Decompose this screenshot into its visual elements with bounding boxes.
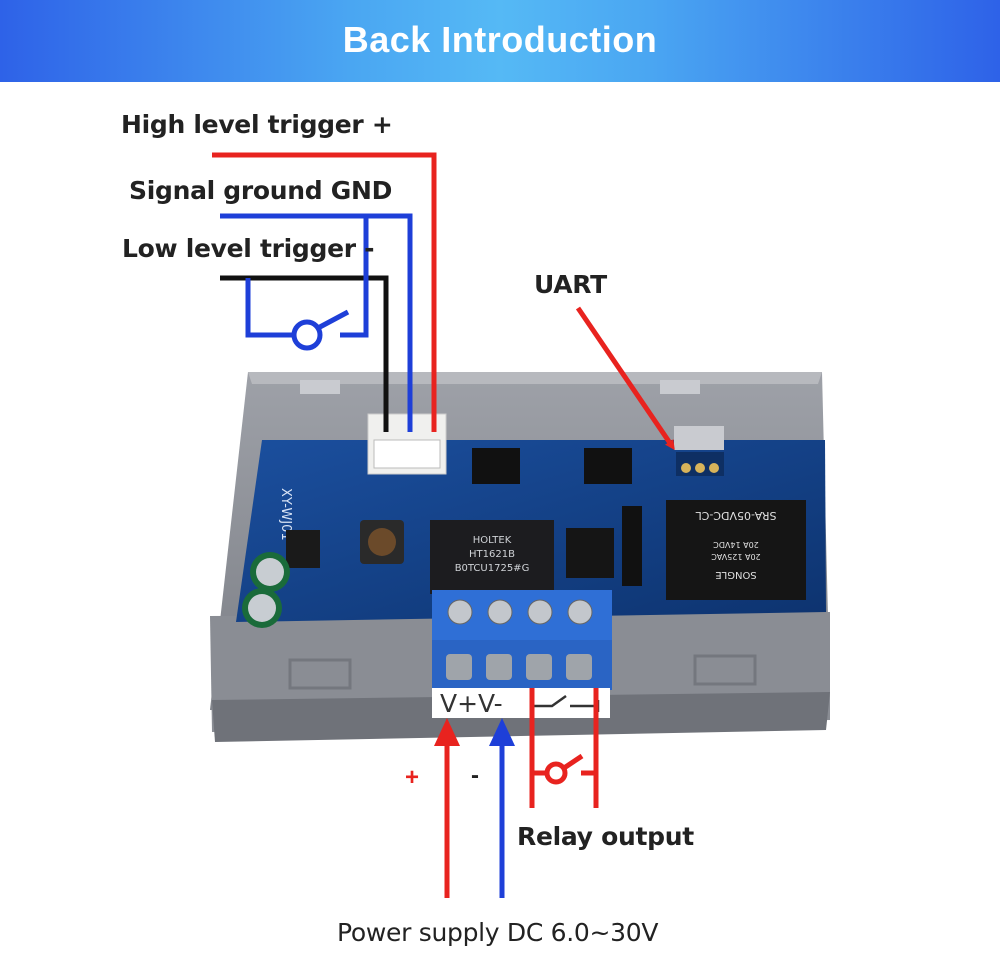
relay-rating-ac: 20A 125VAC (711, 552, 761, 561)
uart-arrow (575, 306, 675, 451)
pcb-components (242, 448, 642, 628)
high-trigger-wire (212, 152, 437, 432)
chip-line-1: HOLTEK (473, 535, 512, 546)
relay-brand-text: SONGLE (715, 569, 756, 580)
signal-ground-wire (220, 213, 413, 432)
power-supply-label: Power supply DC 6.0~30V (337, 918, 659, 947)
terminal-block (432, 590, 612, 690)
trigger-switch-icon (245, 216, 369, 351)
chip-line-2: HT1621B (469, 549, 515, 560)
negative-arrow (489, 718, 515, 898)
terminal-label-strip: V+V- (432, 688, 610, 718)
uart-header (674, 426, 724, 476)
page-title: Back Introduction (342, 19, 658, 60)
terminal-label-text: V+V- (440, 689, 503, 718)
board-model-text: XY-WJ01 (278, 488, 293, 541)
negative-sign: - (471, 762, 479, 789)
main-chip: HOLTEK HT1621B B0TCU1725#G (430, 520, 554, 594)
positive-arrow (434, 718, 460, 898)
relay-rating-dc: 20A 14VDC (713, 540, 759, 549)
chip-line-3: B0TCU1725#G (455, 563, 530, 574)
positive-sign: + (405, 764, 420, 791)
low-trigger-wire (220, 275, 389, 432)
low-trigger-label: Low level trigger - (122, 234, 375, 263)
signal-ground-label: Signal ground GND (129, 176, 393, 205)
relay-model-text: SRA-05VDC-CL (695, 509, 777, 522)
high-trigger-label: High level trigger + (121, 110, 393, 139)
relay-output-label: Relay output (517, 822, 694, 851)
header-banner: Back Introduction (0, 0, 1000, 82)
relay-output-wires (529, 688, 599, 808)
relay: SRA-05VDC-CL 20A 14VDC 20A 125VAC SONGLE (666, 500, 806, 600)
uart-label: UART (534, 270, 607, 299)
